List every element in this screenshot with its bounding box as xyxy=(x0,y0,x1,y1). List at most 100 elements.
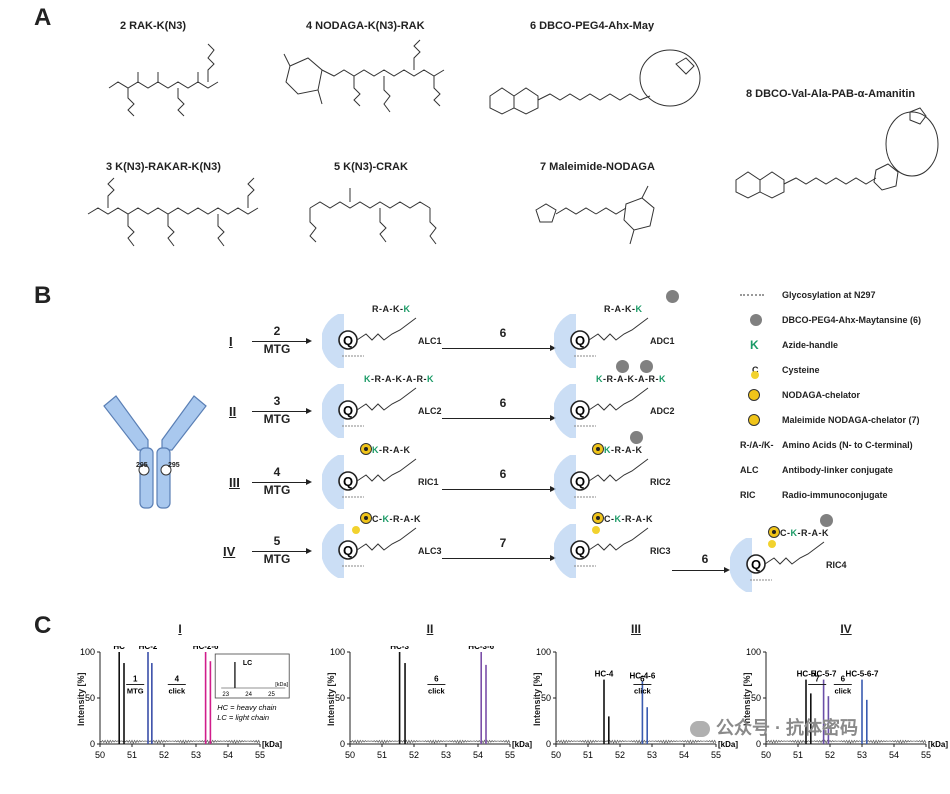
y-tick-label: 100 xyxy=(536,647,551,657)
reaction-roman-4: IV xyxy=(223,544,236,559)
step2-reagent-4: 7 xyxy=(499,536,507,550)
x-tick-label: 51 xyxy=(127,750,137,760)
conjugate-label: RIC3 xyxy=(650,546,671,556)
structure-7 xyxy=(535,185,655,245)
azide-letter: K xyxy=(750,338,759,352)
antibody-fragment xyxy=(554,384,576,438)
chelator-dot xyxy=(748,414,760,426)
x-tick-label: 51 xyxy=(377,750,387,760)
antibody-site-right: 295 xyxy=(168,462,180,469)
annotation-reagent: 7 xyxy=(815,674,820,683)
conjugate-label: ALC2 xyxy=(418,406,442,416)
x-tick-label: 51 xyxy=(793,750,803,760)
chelator-icon xyxy=(740,385,782,405)
x-tick-label: 53 xyxy=(441,750,451,760)
annotation-reagent: 1 xyxy=(133,674,138,683)
y-tick-label: 0 xyxy=(90,739,95,749)
y-tick-label: 100 xyxy=(330,647,345,657)
arrow-head-icon xyxy=(550,555,556,561)
lysine-linker xyxy=(764,541,825,565)
peptide-sequence: R-A-K-K xyxy=(372,304,411,314)
conjugate-drawing: Q xyxy=(554,524,649,578)
legend-code: RIC xyxy=(740,490,756,500)
reaction-arrow xyxy=(252,482,308,483)
y-tick-label: 50 xyxy=(335,693,345,703)
legend-text: Antibody-linker conjugate xyxy=(782,465,894,475)
step2-reagent-2: 6 xyxy=(499,396,507,410)
inset-box xyxy=(214,653,290,699)
structure-5 xyxy=(309,188,437,245)
annotation-sub: click xyxy=(634,686,652,695)
y-tick-label: 50 xyxy=(751,693,761,703)
inset-unit: [kDa] xyxy=(275,682,288,688)
conjugate-label: ADC2 xyxy=(650,406,675,416)
structure-3 xyxy=(87,177,259,247)
y-tick-label: 50 xyxy=(541,693,551,703)
x-tick-label: 50 xyxy=(345,750,355,760)
arrow-head-icon xyxy=(550,486,556,492)
legend-row: DBCO-PEG4-Ahx-Maytansine (6) xyxy=(740,309,921,331)
peptide-sequence: K-R-A-K xyxy=(604,445,643,455)
step2-reagent-3: 6 xyxy=(499,467,507,481)
lysine-linker xyxy=(588,387,649,411)
sequence-part: K xyxy=(614,514,622,524)
peptide-sequence: K-R-A-K-A-R-K xyxy=(596,374,666,384)
legend-row: NODAGA-chelator xyxy=(740,384,860,406)
chart-title: IV xyxy=(840,622,852,636)
maytansine-payload-icon xyxy=(630,431,643,444)
conjugate-drawing: Q xyxy=(322,455,417,509)
chart-title: III xyxy=(630,622,641,636)
reaction-arrow xyxy=(252,551,308,552)
nodaga-chelator-icon xyxy=(360,512,372,524)
antibody-site-left: 295 xyxy=(136,462,148,469)
legend-text: NODAGA-chelator xyxy=(782,390,861,400)
peak-label: HC-4-6 xyxy=(630,671,656,680)
legend-text: Maleimide NODAGA-chelator (7) xyxy=(782,415,920,425)
y-tick-label: 50 xyxy=(85,693,95,703)
peak-label: HC-2-6 xyxy=(193,646,219,651)
reaction-arrow xyxy=(442,489,552,490)
cysteine-letter: C xyxy=(752,365,759,375)
annotation-reagent: 6 xyxy=(640,674,645,683)
x-tick-label: 54 xyxy=(473,750,483,760)
maytansine-payload-icon xyxy=(640,360,653,373)
payload-dot xyxy=(750,314,762,326)
maytansine-payload-icon xyxy=(616,360,629,373)
nodaga-chelator-icon xyxy=(592,443,604,455)
arrow-head-icon xyxy=(306,548,312,554)
annotation-reagent: 6 xyxy=(434,674,439,683)
cysteine-icon xyxy=(352,526,360,534)
structure-2 xyxy=(108,43,219,117)
sequence-part: C- xyxy=(604,514,615,524)
cysteine-icon xyxy=(592,526,600,534)
glutamine-label: Q xyxy=(575,543,585,558)
antibody-fragment xyxy=(730,538,752,592)
legend-code: R-/A-/K- xyxy=(740,440,774,450)
glutamine-label: Q xyxy=(751,557,761,572)
reaction-arrow xyxy=(252,341,308,342)
sequence-part: K xyxy=(658,374,666,384)
peak-label: HC-5 xyxy=(797,670,816,679)
step3-reagent: 6 xyxy=(701,552,709,566)
conjugate-label: ADC1 xyxy=(650,336,675,346)
molecule-label-6: 6 DBCO-PEG4-Ahx-May xyxy=(530,20,655,32)
peak-label: HC-5-6-7 xyxy=(846,670,879,679)
reagent-number-1: 2 xyxy=(273,324,281,338)
annotation-sub: click xyxy=(834,686,852,695)
sequence-part: K xyxy=(596,374,603,384)
lysine-linker xyxy=(588,527,649,551)
annotation-reagent: 6 xyxy=(841,674,846,683)
radiation-icon-center xyxy=(364,447,368,451)
peptide-sequence: K-R-A-K xyxy=(372,445,411,455)
peak-label: HC-5-7 xyxy=(811,670,837,679)
reaction-arrow xyxy=(442,418,552,419)
conjugate-label: ALC1 xyxy=(418,336,442,346)
sequence-part: K xyxy=(382,514,390,524)
reaction-roman-3: III xyxy=(229,475,240,490)
arrow-head-icon xyxy=(306,338,312,344)
lysine-linker xyxy=(356,527,417,551)
